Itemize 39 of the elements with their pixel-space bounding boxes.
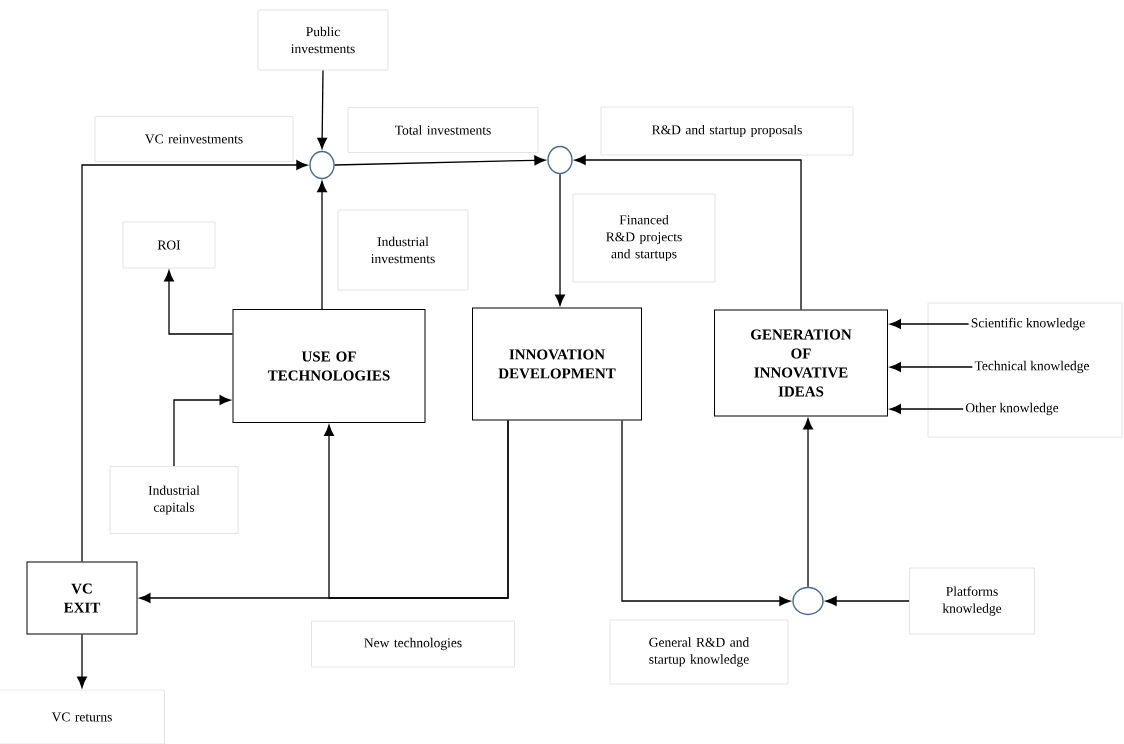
arrow [334, 155, 546, 166]
arrow [164, 270, 234, 335]
text-box: Public investments [257, 9, 389, 71]
edge-label: New technologies [311, 620, 515, 668]
input-label: Other knowledge [965, 402, 1059, 416]
arrow [324, 419, 509, 599]
arrow [574, 155, 802, 311]
process-box: USE OF TECHNOLOGIES [232, 309, 426, 423]
edge-label: General R&D and startup knowledge [609, 619, 789, 685]
edge-label: Industrial investments [337, 209, 469, 291]
arrow [317, 180, 327, 310]
arrow [621, 419, 791, 606]
edge-label: Total investments [347, 107, 539, 153]
arrow [825, 596, 910, 606]
edge-label: VC reinvestments [94, 116, 294, 162]
arrow [889, 362, 973, 372]
arrow [77, 633, 87, 688]
junction-circle [792, 586, 824, 616]
junction-circle [309, 150, 335, 180]
input-label: Scientific knowledge [971, 317, 1085, 331]
text-box: ROI [122, 221, 216, 269]
text-box: Platforms knowledge [909, 567, 1035, 635]
process-box: INNOVATION DEVELOPMENT [472, 307, 642, 421]
edge-label: Financed R&D projects and startups [572, 193, 716, 283]
arrow [555, 173, 565, 306]
edge-label: R&D and startup proposals [600, 106, 854, 156]
junction-circle [547, 145, 573, 175]
arrow [889, 319, 970, 329]
text-box: VC returns [0, 689, 165, 744]
process-box: VC EXIT [26, 561, 138, 635]
process-box: GENERATION OF INNOVATIVE IDEAS [714, 309, 888, 417]
input-label: Technical knowledge [974, 360, 1089, 374]
text-box: Industrial capitals [109, 466, 239, 534]
text-box [927, 302, 1123, 438]
arrow [317, 69, 328, 150]
arrow [803, 418, 813, 588]
arrow [173, 395, 231, 467]
arrow [81, 160, 308, 563]
arrow [889, 404, 964, 414]
